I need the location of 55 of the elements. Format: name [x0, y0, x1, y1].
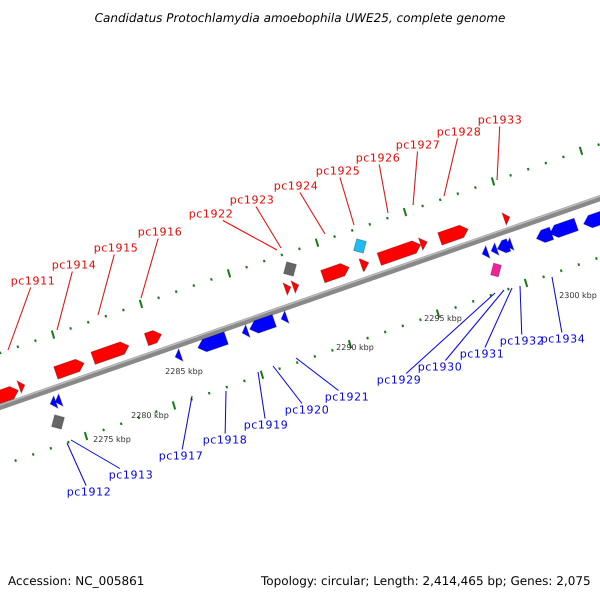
leader-line [258, 372, 266, 419]
leader-line [272, 366, 302, 404]
gene-label: pc1919 [244, 420, 288, 430]
leader-line [406, 292, 496, 374]
leader-line [8, 287, 32, 350]
scale-label: 2275 kbp [93, 436, 131, 444]
gene-label: pc1928 [436, 126, 482, 138]
gene-label: pc1926 [356, 152, 400, 164]
gene-label: pc1913 [108, 470, 154, 480]
leader-line [222, 220, 278, 250]
diagram-title: Candidatus Protochlamydia amoebophila UWE25, complete genome [94, 12, 506, 24]
gene-label: pc1931 [460, 348, 504, 360]
leader-line [224, 390, 226, 434]
scale-label: 2300 kbp [559, 292, 597, 300]
leader-line [552, 276, 562, 333]
gene-label: pc1918 [202, 434, 248, 446]
gene-label: pc1925 [316, 166, 360, 176]
leader-line [299, 192, 326, 234]
gene-label: pc1933 [478, 114, 522, 126]
leader-line [140, 238, 159, 298]
scale-label: 2295 kbp [424, 315, 462, 323]
gene-label: pc1911 [10, 276, 56, 286]
leader-line [296, 358, 339, 391]
leader-line [255, 206, 282, 248]
leader-line [412, 151, 418, 206]
leader-line [56, 271, 73, 330]
leader-line [66, 442, 87, 486]
leader-line [339, 177, 354, 226]
accession-text: Accession: NC_005861 [8, 575, 144, 587]
leader-line [98, 254, 115, 316]
gene-label: pc1927 [396, 140, 440, 150]
gene-label: pc1914 [52, 260, 96, 270]
gene-label: pc1923 [230, 194, 274, 206]
genome-info-text: Topology: circular; Length: 2,414,465 bp; Genes: 2,075 [261, 575, 591, 587]
gene-label: pc1921 [324, 392, 370, 402]
leader-line [444, 290, 504, 361]
gene-label: pc1922 [188, 208, 234, 220]
leader-line [484, 288, 512, 348]
leader-line [520, 286, 522, 335]
scale-label: 2280 kbp [131, 412, 169, 420]
gene-label: pc1930 [418, 362, 462, 372]
scale-label: 2285 kbp [165, 368, 203, 376]
gene-label: pc1929 [376, 374, 422, 386]
leader-line [378, 164, 388, 214]
scale-label: 2290 kbp [336, 344, 374, 352]
leader-line [70, 440, 120, 469]
gene-label: pc1916 [138, 226, 182, 238]
gene-label: pc1912 [66, 486, 112, 498]
gene-label: pc1920 [284, 404, 330, 416]
gene-label: pc1915 [94, 242, 138, 254]
gene-label: pc1924 [274, 180, 318, 192]
leader-line [444, 138, 458, 196]
leader-line [182, 396, 192, 450]
gene-label: pc1917 [158, 450, 204, 462]
leader-line [496, 126, 500, 180]
